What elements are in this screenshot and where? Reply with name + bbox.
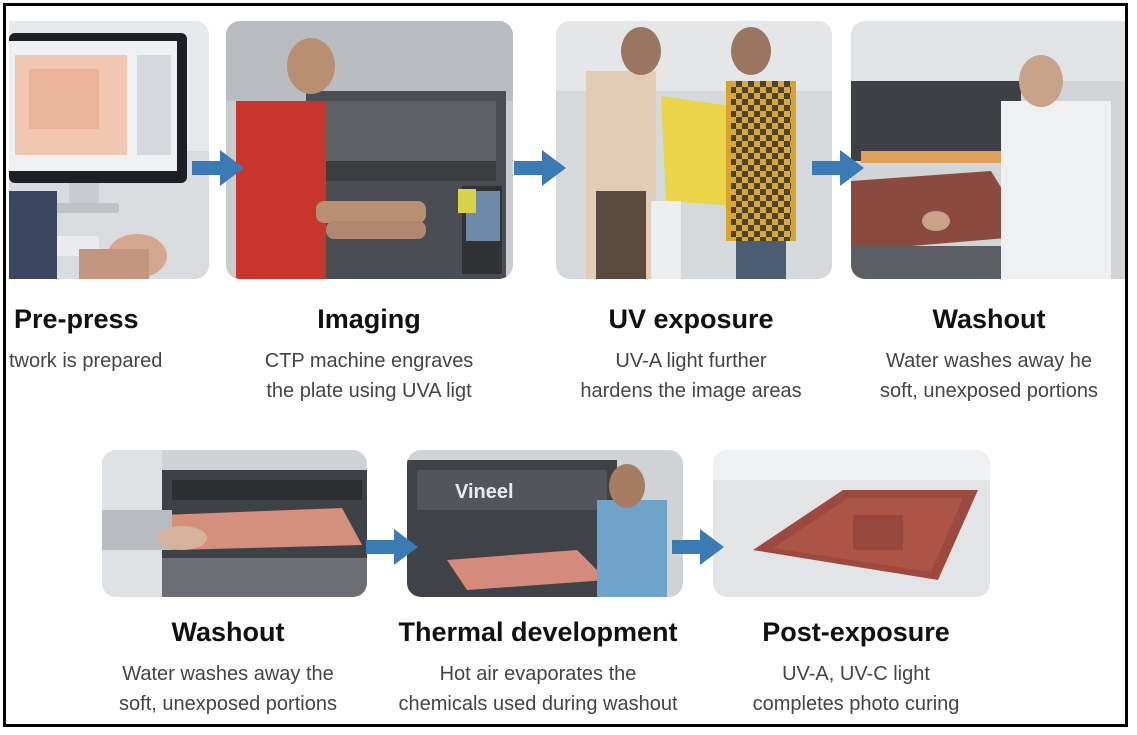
photo-imaging: [226, 21, 513, 279]
desc-line: twork is prepared: [9, 350, 163, 372]
step-desc-thermal-development: Hot air evaporates the chemicals used du…: [368, 659, 708, 719]
desc-line: UV-A, UV-C light: [782, 663, 930, 685]
step-title-post-exposure: Post-exposure: [762, 617, 950, 647]
step-title-washout: Washout: [932, 304, 1046, 334]
step-desc-washout: Water washes away he soft, unexposed por…: [839, 346, 1125, 406]
step-desc-post-exposure: UV-A, UV-C light completes photo curing: [706, 659, 1006, 719]
desc-line: the plate using UVA ligt: [266, 380, 472, 402]
step-desc-uv-exposure: UV-A light further hardens the image are…: [541, 346, 841, 406]
machine-brand-logo: Vineel: [455, 481, 514, 503]
desc-line: CTP machine engraves: [264, 350, 474, 372]
step-desc-prepress: twork is prepared: [9, 346, 162, 376]
photo-washout: [851, 21, 1125, 279]
step-desc-washout-2: Water washes away the soft, unexposed po…: [78, 659, 378, 719]
step-title-imaging: Imaging: [317, 304, 421, 334]
desc-line: soft, unexposed portions: [119, 693, 337, 715]
arrow-right-icon: [366, 529, 418, 565]
arrow-right-icon: [514, 150, 566, 186]
arrow-right-icon: [192, 150, 244, 186]
process-diagram: Pre-press twork is prepared Imaging CTP …: [3, 3, 1128, 727]
desc-line: Water washes away he: [885, 350, 1092, 372]
photo-uv-exposure: [556, 21, 832, 279]
desc-line: UV-A light further: [615, 350, 767, 372]
desc-line: hardens the image areas: [580, 380, 802, 402]
desc-line: Water washes away the: [122, 663, 334, 685]
step-title-thermal-development: Thermal development: [398, 617, 678, 647]
desc-line: completes photo curing: [752, 693, 960, 715]
arrow-right-icon: [812, 150, 864, 186]
step-title-uv-exposure: UV exposure: [608, 304, 774, 334]
step-desc-imaging: CTP machine engraves the plate using UVA…: [219, 346, 519, 406]
desc-line: Hot air evaporates the: [439, 663, 637, 685]
step-title-washout-2: Washout: [171, 617, 285, 647]
photo-post-exposure: [713, 450, 990, 597]
desc-line: soft, unexposed portions: [880, 380, 1098, 402]
photo-prepress: [9, 21, 209, 279]
step-title-prepress: Pre-press: [14, 304, 139, 334]
arrow-right-icon: [672, 529, 724, 565]
desc-line: chemicals used during washout: [398, 693, 678, 715]
photo-washout-2: [102, 450, 367, 597]
photo-thermal-development: Vineel: [407, 450, 683, 597]
